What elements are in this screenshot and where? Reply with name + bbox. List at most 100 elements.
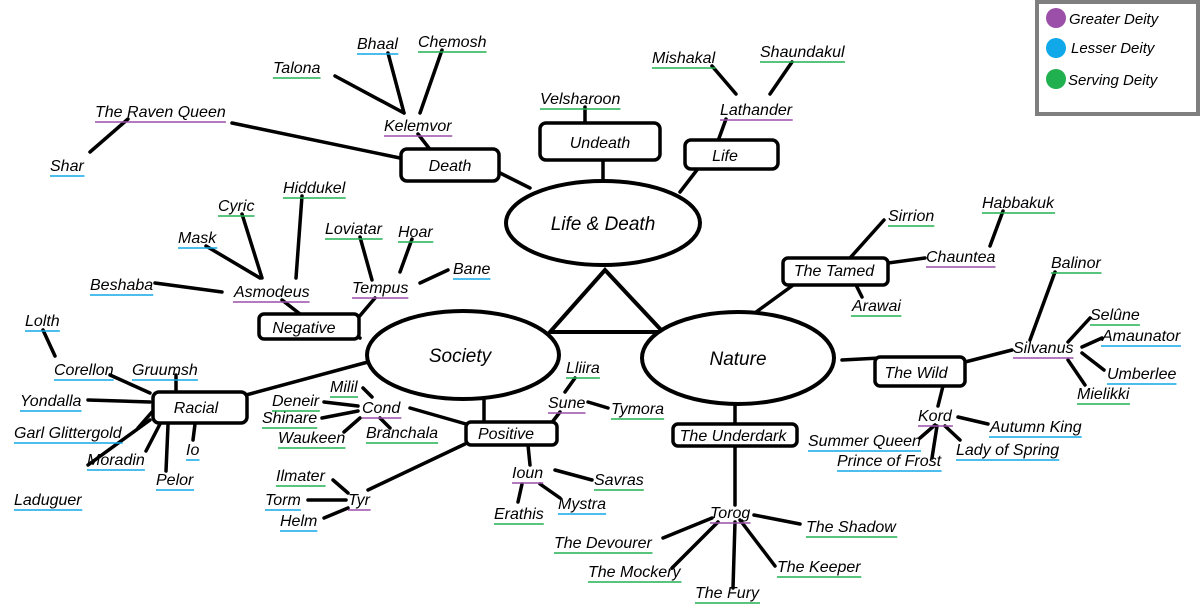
deity-mielikki: Mielikki	[1077, 386, 1130, 403]
deity-lliira: Lliira	[566, 360, 600, 377]
deity-tempus: Tempus	[352, 280, 408, 297]
group-underdark-label: The Underdark	[680, 428, 788, 445]
group-racial: Racial	[151, 390, 249, 425]
deity-garl-glittergold: Garl Glittergold	[14, 425, 123, 442]
deity-hoar: Hoar	[398, 224, 433, 241]
group-death-label: Death	[429, 158, 472, 175]
deity-yondalla: Yondalla	[20, 393, 81, 410]
legend-item-serving: Serving Deity	[1046, 69, 1159, 89]
group-wild-label: The Wild	[885, 365, 949, 382]
deity-erathis: Erathis	[494, 506, 544, 523]
deity-savras: Savras	[594, 472, 644, 489]
deity-tymora: Tymora	[611, 401, 664, 418]
domain-nature-label: Nature	[709, 349, 766, 370]
group-undeath-label: Undeath	[570, 135, 631, 152]
deity-mystra: Mystra	[558, 496, 606, 513]
deity-mishakal: Mishakal	[652, 50, 716, 67]
deity-the-keeper: The Keeper	[777, 559, 861, 576]
deity-the-fury: The Fury	[695, 585, 760, 602]
deity-ilmater: Ilmater	[276, 468, 326, 485]
deity-sune: Sune	[548, 395, 585, 412]
deity-chauntea: Chauntea	[926, 249, 995, 266]
deity-asmodeus: Asmodeus	[233, 284, 310, 301]
deity-raven-queen: The Raven Queen	[95, 104, 226, 121]
legend-label-greater: Greater Deity	[1069, 11, 1160, 28]
deity-chemosh: Chemosh	[418, 34, 487, 51]
legend-label-lesser: Lesser Deity	[1071, 40, 1156, 57]
deity-io: Io	[186, 442, 199, 459]
deity-shar: Shar	[50, 158, 84, 175]
legend-item-greater: Greater Deity	[1046, 8, 1160, 28]
deity-shinare: Shinare	[262, 410, 317, 427]
deity-autumn-king: Autumn King	[989, 419, 1082, 436]
group-positive-label: Positive	[478, 426, 534, 443]
deity-gruumsh: Gruumsh	[132, 362, 198, 379]
domain-life-death-label: Life & Death	[551, 214, 656, 235]
deity-torm: Torm	[265, 492, 301, 509]
deity-amaunator: Amaunator	[1101, 328, 1181, 345]
deity-labels: Bhaal Chemosh Talona The Raven Queen Kel…	[14, 34, 1181, 602]
group-negative-label: Negative	[272, 320, 335, 337]
group-death: Death	[399, 147, 501, 183]
deity-prince-of-frost: Prince of Frost	[837, 453, 942, 470]
group-undeath: Undeath	[538, 121, 662, 162]
domain-life-death: Life & Death	[504, 179, 702, 267]
deity-cond: Cond	[362, 400, 401, 417]
group-life: Life	[683, 138, 780, 171]
deity-arawai: Arawai	[851, 298, 901, 315]
legend-dot-lesser	[1046, 38, 1066, 58]
deity-velsharoon: Velsharoon	[540, 91, 620, 108]
deity-tyr: Tyr	[348, 492, 371, 509]
legend-dot-greater	[1046, 8, 1066, 28]
deity-branchala: Branchala	[366, 425, 438, 442]
deity-torog: Torog	[710, 505, 750, 522]
group-positive: Positive	[464, 420, 559, 447]
group-racial-label: Racial	[174, 400, 219, 417]
legend-label-serving: Serving Deity	[1068, 72, 1159, 89]
deity-bane: Bane	[453, 261, 490, 278]
deity-hiddukel: Hiddukel	[283, 180, 346, 197]
group-underdark: The Underdark	[671, 422, 799, 448]
legend-dot-serving	[1046, 69, 1066, 89]
deity-ioun: Ioun	[512, 465, 543, 482]
deity-bhaal: Bhaal	[357, 36, 398, 53]
deity-mask: Mask	[178, 230, 217, 247]
deity-corellon: Corellon	[54, 362, 114, 379]
deity-kord: Kord	[918, 408, 953, 425]
deity-helm: Helm	[280, 513, 317, 530]
group-wild: The Wild	[873, 355, 967, 388]
deity-pelor: Pelor	[156, 472, 194, 489]
deity-deneir: Deneir	[272, 393, 320, 410]
deity-sirrion: Sirrion	[888, 208, 934, 225]
deity-habbakuk: Habbakuk	[982, 195, 1055, 212]
deity-milil: Milil	[330, 379, 358, 396]
domain-nature: Nature	[640, 310, 836, 406]
deity-umberlee: Umberlee	[1107, 366, 1176, 383]
deity-talona: Talona	[273, 60, 321, 77]
deity-laduguer: Laduguer	[14, 492, 82, 509]
legend: Greater Deity Lesser Deity Serving Deity	[1035, 0, 1200, 116]
domain-society: Society	[365, 309, 561, 401]
group-negative: Negative	[257, 312, 361, 341]
group-life-label: Life	[712, 148, 738, 165]
deity-silvanus: Silvanus	[1013, 340, 1073, 357]
deity-selune: Selûne	[1090, 307, 1140, 324]
domain-society-label: Society	[429, 346, 493, 367]
deity-lady-of-spring: Lady of Spring	[956, 442, 1059, 459]
legend-item-lesser: Lesser Deity	[1046, 38, 1156, 58]
deity-kelemvor: Kelemvor	[384, 118, 452, 135]
deity-the-shadow: The Shadow	[806, 519, 897, 536]
group-tamed: The Tamed	[781, 256, 890, 287]
center-triangle	[545, 267, 668, 334]
deity-balinor: Balinor	[1051, 255, 1101, 272]
deity-the-devourer: The Devourer	[554, 535, 652, 552]
deity-loviatar: Loviatar	[325, 221, 383, 238]
deity-beshaba: Beshaba	[90, 277, 153, 294]
deity-summer-queen: Summer Queen	[808, 433, 921, 450]
deity-cyric: Cyric	[218, 198, 254, 215]
deity-lolth: Lolth	[25, 313, 60, 330]
deity-moradin: Moradin	[87, 452, 145, 469]
deity-lathander: Lathander	[720, 102, 793, 119]
group-tamed-label: The Tamed	[794, 263, 875, 280]
